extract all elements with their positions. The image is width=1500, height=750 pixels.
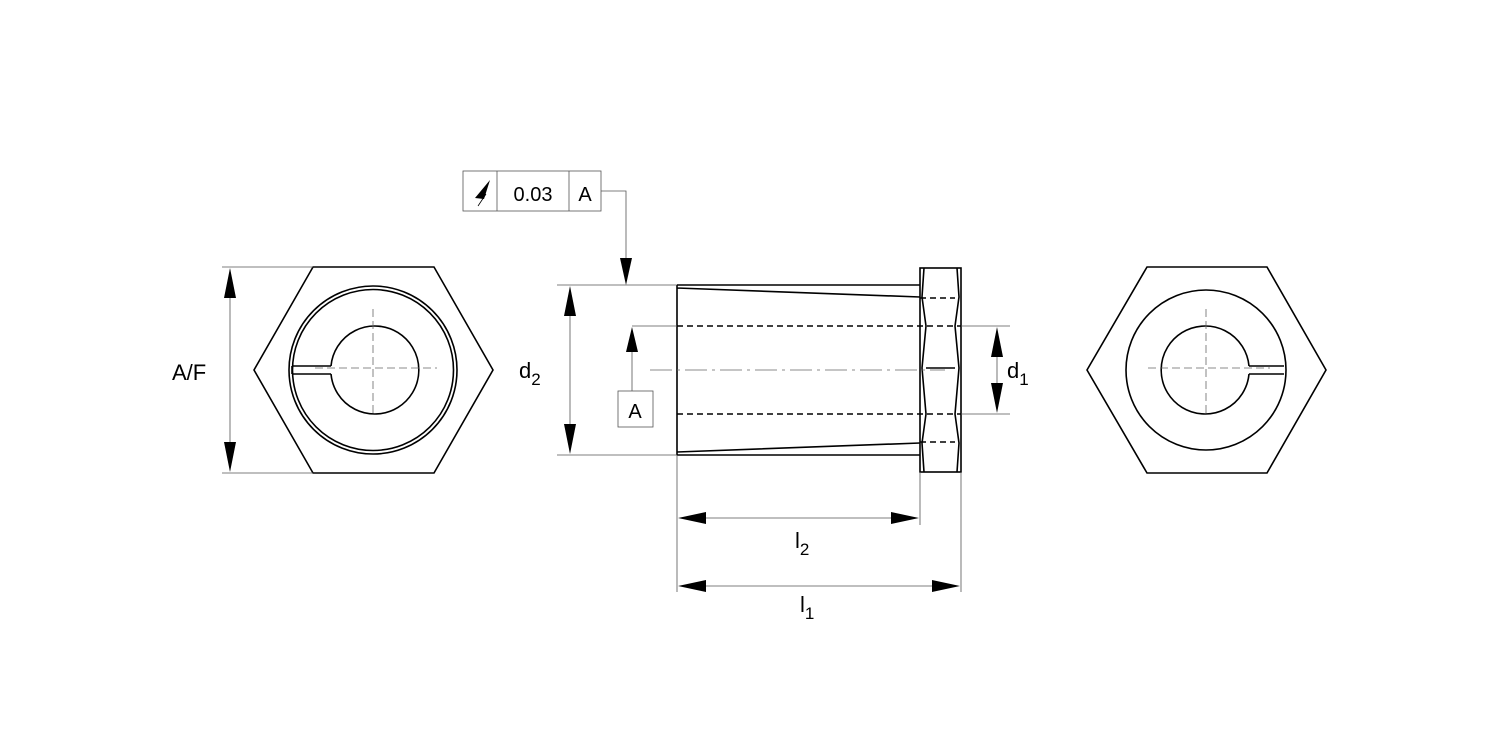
l1-arrow-left bbox=[678, 580, 706, 592]
datum-arrow bbox=[626, 327, 638, 352]
af-dimension-lines bbox=[222, 266, 313, 474]
feature-control-frame: 0.03 A bbox=[462, 170, 632, 285]
fcf-leader-arrow bbox=[620, 258, 632, 285]
right-end-view bbox=[1086, 266, 1327, 474]
fcf-dividers bbox=[496, 171, 570, 211]
left-centerlines bbox=[315, 309, 437, 414]
left-end-view: A/F bbox=[172, 266, 494, 474]
d1-dimension-lines bbox=[632, 325, 1010, 415]
fcf-datum: A bbox=[578, 184, 592, 206]
side-view: d2 d1 A 0.03 A l2 l1 bbox=[462, 170, 1029, 623]
hex-flange bbox=[919, 267, 962, 473]
l2-arrow-right bbox=[891, 512, 919, 524]
af-arrow-bottom bbox=[224, 442, 236, 472]
af-arrow-top bbox=[224, 268, 236, 298]
d2-arrow-top bbox=[564, 286, 576, 316]
l2-label: l2 bbox=[795, 528, 809, 559]
left-hex-outline bbox=[253, 266, 494, 474]
right-slot bbox=[1249, 365, 1284, 375]
d1-label: d1 bbox=[1007, 358, 1029, 389]
right-outer-ring bbox=[1125, 289, 1287, 451]
circular-runout-icon bbox=[475, 180, 490, 207]
l2-arrow-left bbox=[678, 512, 706, 524]
d2-label: d2 bbox=[519, 358, 541, 389]
bore-hidden-lines bbox=[677, 297, 961, 443]
fcf-value: 0.03 bbox=[514, 184, 553, 206]
datum-label: A bbox=[628, 401, 642, 423]
fcf-leader bbox=[601, 190, 627, 260]
af-label: A/F bbox=[172, 360, 206, 385]
right-bore-circle bbox=[1160, 325, 1250, 415]
d1-arrow-bottom bbox=[991, 383, 1003, 413]
d2-arrow-bottom bbox=[564, 424, 576, 454]
d1-arrow-top bbox=[991, 327, 1003, 357]
left-outer-ring bbox=[288, 285, 458, 455]
l1-label: l1 bbox=[800, 592, 814, 623]
left-slot bbox=[291, 365, 331, 375]
datum-box bbox=[617, 390, 654, 428]
hex-flange-facets bbox=[921, 267, 960, 473]
right-centerlines bbox=[1148, 309, 1270, 414]
left-bore-circle bbox=[330, 325, 420, 415]
l1-arrow-right bbox=[932, 580, 960, 592]
length-dimension-lines bbox=[676, 455, 962, 592]
right-hex-outline bbox=[1086, 266, 1327, 474]
